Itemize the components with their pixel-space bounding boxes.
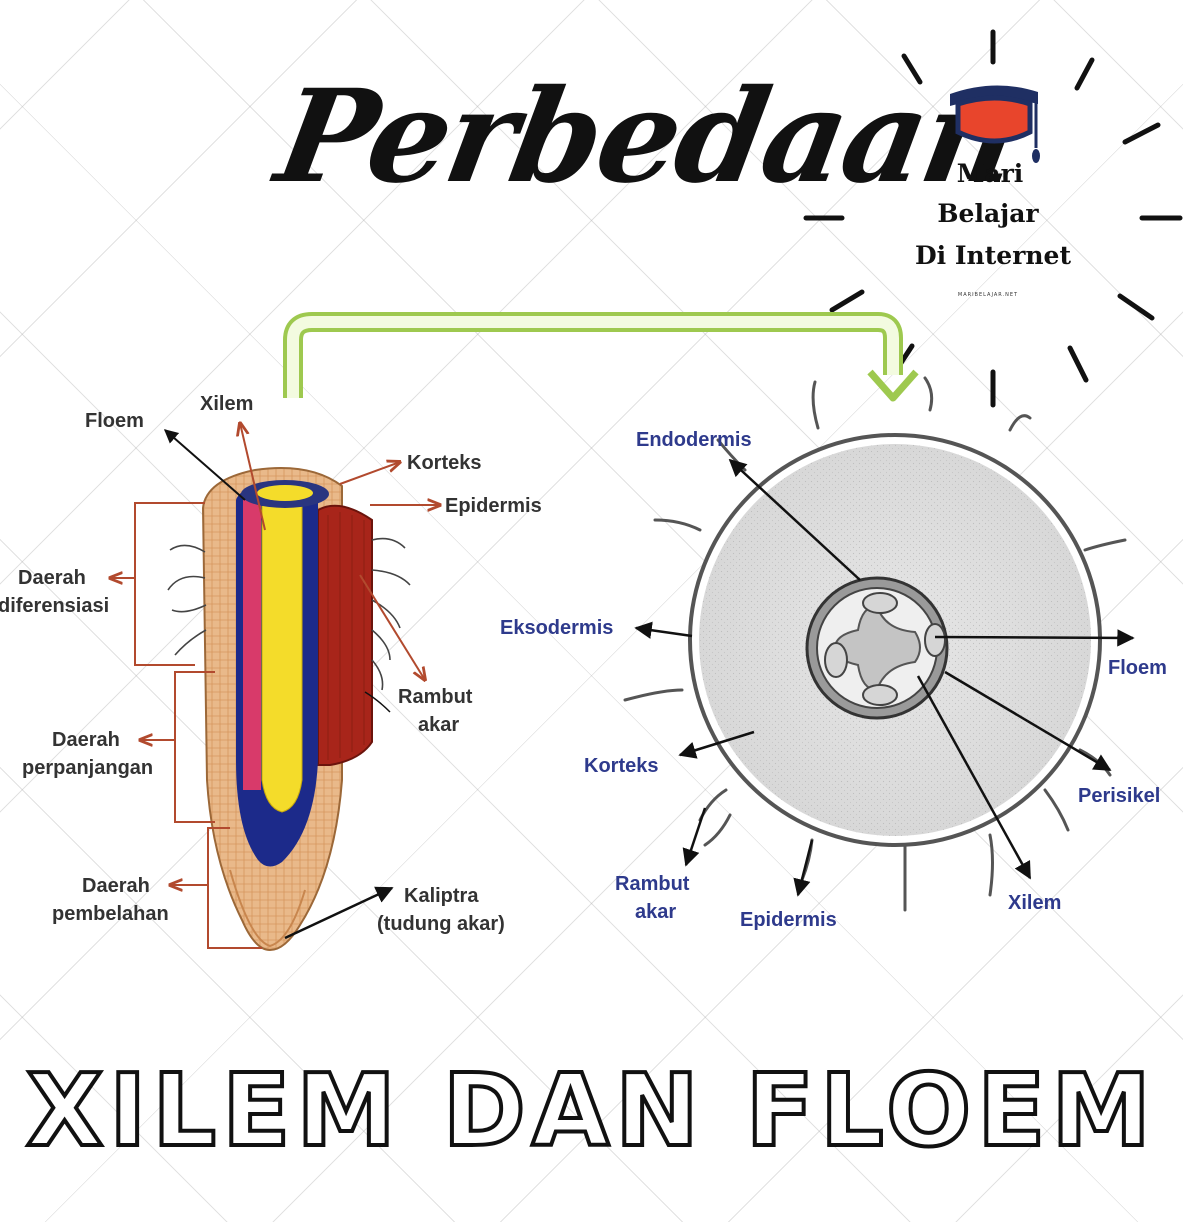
- label-daerah-perpanjangan-1: Daerah: [52, 729, 120, 751]
- graduation-cap-icon: [950, 85, 1040, 163]
- green-connector-arrow: [283, 312, 919, 402]
- root-cross-section: Endodermis Eksodermis Floem Korteks Peri…: [500, 376, 1167, 931]
- label-epidermis-cross: Epidermis: [740, 909, 837, 931]
- label-eksodermis: Eksodermis: [500, 617, 613, 639]
- label-rambut-akar-cross-1: Rambut: [615, 873, 690, 895]
- label-epidermis: Epidermis: [445, 495, 542, 517]
- label-korteks-cross: Korteks: [584, 755, 658, 777]
- logo-url: MARIBELAJAR.NET: [958, 292, 1018, 298]
- phloem-band: [243, 500, 261, 790]
- region-brackets: [110, 502, 262, 949]
- label-xilem: Xilem: [200, 393, 253, 415]
- label-floem-cross: Floem: [1108, 657, 1167, 679]
- logo-line-3: Di Internet: [915, 241, 1071, 270]
- label-rambut-akar-cross-2: akar: [635, 901, 676, 923]
- logo-line-1: Mari: [957, 159, 1024, 188]
- footer-title: XILEM DAN FLOEM: [24, 1050, 1157, 1171]
- root-longitudinal-section: Floem Xilem Korteks Epidermis Daerah dif…: [0, 393, 542, 952]
- logo-line-2: Belajar: [937, 199, 1039, 228]
- label-rambut-akar-2: akar: [418, 714, 459, 736]
- logo: Mari Belajar Di Internet MARIBELAJAR.NET: [803, 29, 1183, 408]
- label-kaliptra-2: (tudung akar): [377, 913, 505, 935]
- label-daerah-diferensiasi-2: diferensiasi: [0, 595, 109, 617]
- phloem-groups: [824, 592, 946, 706]
- label-rambut-akar-1: Rambut: [398, 686, 473, 708]
- label-korteks: Korteks: [407, 452, 481, 474]
- epidermis-layer: [317, 504, 373, 766]
- xylem-cross: [833, 604, 921, 692]
- label-daerah-diferensiasi-1: Daerah: [18, 567, 86, 589]
- label-endodermis: Endodermis: [636, 429, 752, 451]
- xylem-core: [261, 497, 303, 813]
- label-daerah-pembelahan-1: Daerah: [82, 875, 150, 897]
- label-kaliptra-1: Kaliptra: [404, 885, 479, 907]
- label-perisikel: Perisikel: [1078, 785, 1160, 807]
- label-xilem-cross: Xilem: [1008, 892, 1061, 914]
- label-daerah-perpanjangan-2: perpanjangan: [22, 757, 153, 779]
- label-floem: Floem: [85, 410, 144, 432]
- label-daerah-pembelahan-2: pembelahan: [52, 903, 169, 925]
- xylem-top: [257, 485, 313, 501]
- root-hairs: [167, 537, 411, 691]
